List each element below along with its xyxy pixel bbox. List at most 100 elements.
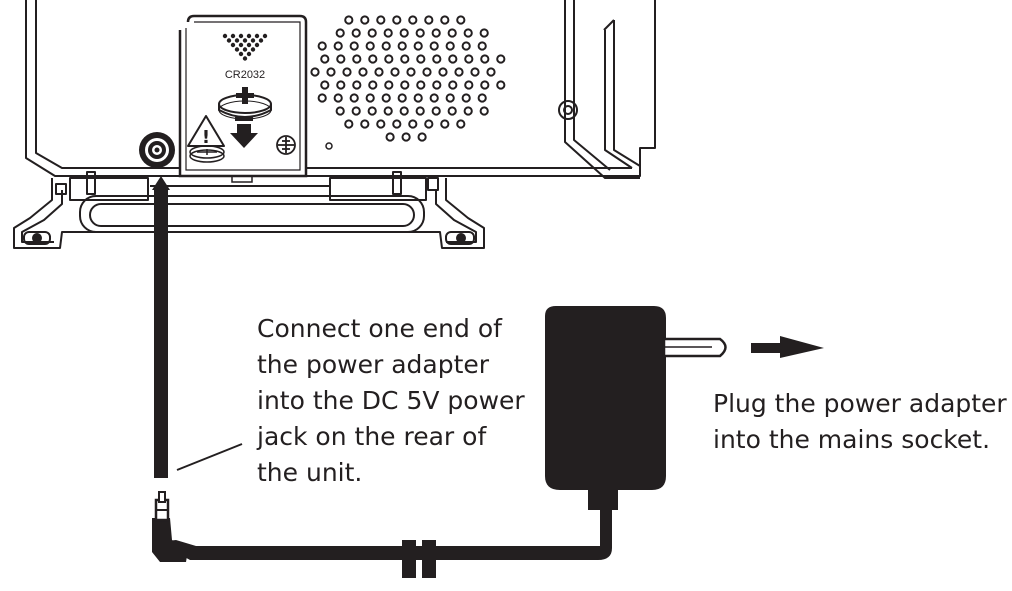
grille-hole xyxy=(438,67,448,77)
grille-hole xyxy=(461,41,471,51)
grille-hole xyxy=(416,80,426,90)
grille-hole xyxy=(368,80,378,90)
grille-hole xyxy=(333,41,343,51)
grille-hole-small xyxy=(325,142,333,150)
grille-hole xyxy=(440,119,450,129)
grille-hole xyxy=(335,106,345,116)
grille-hole xyxy=(413,41,423,51)
grille-hole xyxy=(431,106,441,116)
grille-hole xyxy=(408,119,418,129)
grille-hole xyxy=(464,54,474,64)
grille-hole xyxy=(464,80,474,90)
minus-symbol xyxy=(235,117,253,121)
speaker-grille xyxy=(310,15,506,142)
grille-hole xyxy=(310,67,320,77)
grille-hole xyxy=(496,54,506,64)
grille-hole xyxy=(480,80,490,90)
grille-hole xyxy=(422,67,432,77)
coin-cell-battery-icon xyxy=(218,87,272,120)
device-stand xyxy=(13,171,485,249)
grille-hole xyxy=(424,15,434,25)
grille-hole xyxy=(352,54,362,64)
grille-hole xyxy=(454,67,464,77)
dc-power-jack xyxy=(139,132,175,168)
grip-dot xyxy=(246,42,252,48)
device-rear-unit xyxy=(13,0,656,249)
connection-guide-arrow xyxy=(152,176,170,478)
warning-mark: ! xyxy=(202,127,210,148)
grille-hole xyxy=(344,15,354,25)
grille-hole xyxy=(320,80,330,90)
grip-dot xyxy=(230,33,236,39)
grip-dot xyxy=(238,33,244,39)
power-cable xyxy=(158,505,612,578)
insert-arrow-icon xyxy=(230,124,258,148)
grille-hole xyxy=(431,28,441,38)
grille-hole xyxy=(401,132,411,142)
grip-dot xyxy=(254,42,260,48)
grille-hole xyxy=(477,41,487,51)
grille-hole xyxy=(383,106,393,116)
callout-line: jack on the rear of xyxy=(257,422,487,451)
callout-line: Plug the power adapter xyxy=(713,389,1007,418)
callout-line: into the mains socket. xyxy=(713,425,991,454)
battery-orientation-icon xyxy=(189,145,225,163)
grille-hole xyxy=(381,41,391,51)
grille-hole xyxy=(397,41,407,51)
grille-hole xyxy=(326,67,336,77)
grip-dot xyxy=(262,33,268,39)
grille-hole xyxy=(399,28,409,38)
grip-dot xyxy=(238,51,244,57)
grille-hole xyxy=(365,93,375,103)
grille-hole xyxy=(381,93,391,103)
grille-hole xyxy=(374,67,384,77)
side-screw-icon xyxy=(558,100,578,120)
grille-hole xyxy=(360,119,370,129)
grille-hole xyxy=(429,93,439,103)
grille-hole xyxy=(479,106,489,116)
grille-hole xyxy=(470,67,480,77)
grille-hole xyxy=(392,119,402,129)
grip-dot xyxy=(242,56,248,61)
grip-dot xyxy=(222,33,228,39)
grille-hole xyxy=(384,80,394,90)
grille-hole xyxy=(400,80,410,90)
grip-dot xyxy=(242,47,248,52)
grille-hole xyxy=(486,67,496,77)
grille-hole xyxy=(413,93,423,103)
grille-hole xyxy=(432,80,442,90)
dc-plug xyxy=(152,491,188,562)
grip-dot xyxy=(246,33,252,39)
grille-hole xyxy=(400,54,410,64)
grille-hole xyxy=(390,67,400,77)
grille-hole xyxy=(406,67,416,77)
grille-hole xyxy=(349,93,359,103)
grip-dot xyxy=(238,42,244,48)
grille-hole xyxy=(342,67,352,77)
power-adapter xyxy=(545,306,727,510)
callout-line: Connect one end of xyxy=(257,314,502,343)
grille-hole xyxy=(461,93,471,103)
callout-line: the power adapter xyxy=(257,350,490,379)
grille-hole xyxy=(397,93,407,103)
grille-hole xyxy=(479,28,489,38)
grip-dot xyxy=(258,38,264,43)
screw-icon xyxy=(276,135,296,155)
battery-compartment: CR2032 ! xyxy=(178,14,308,183)
side-frame xyxy=(564,0,656,179)
grille-hole xyxy=(352,80,362,90)
grille-hole xyxy=(448,54,458,64)
grille-hole xyxy=(432,54,442,64)
grille-hole xyxy=(383,28,393,38)
jack-instruction-text: Connect one end of the power adapter int… xyxy=(257,311,525,491)
grille-hole xyxy=(336,54,346,64)
callout-line: into the DC 5V power xyxy=(257,386,525,415)
callout-line: the unit. xyxy=(257,458,363,487)
grille-hole xyxy=(445,41,455,51)
grille-hole xyxy=(415,28,425,38)
grille-hole xyxy=(456,15,466,25)
grille-hole xyxy=(440,15,450,25)
grip-dots-icon xyxy=(222,33,268,61)
